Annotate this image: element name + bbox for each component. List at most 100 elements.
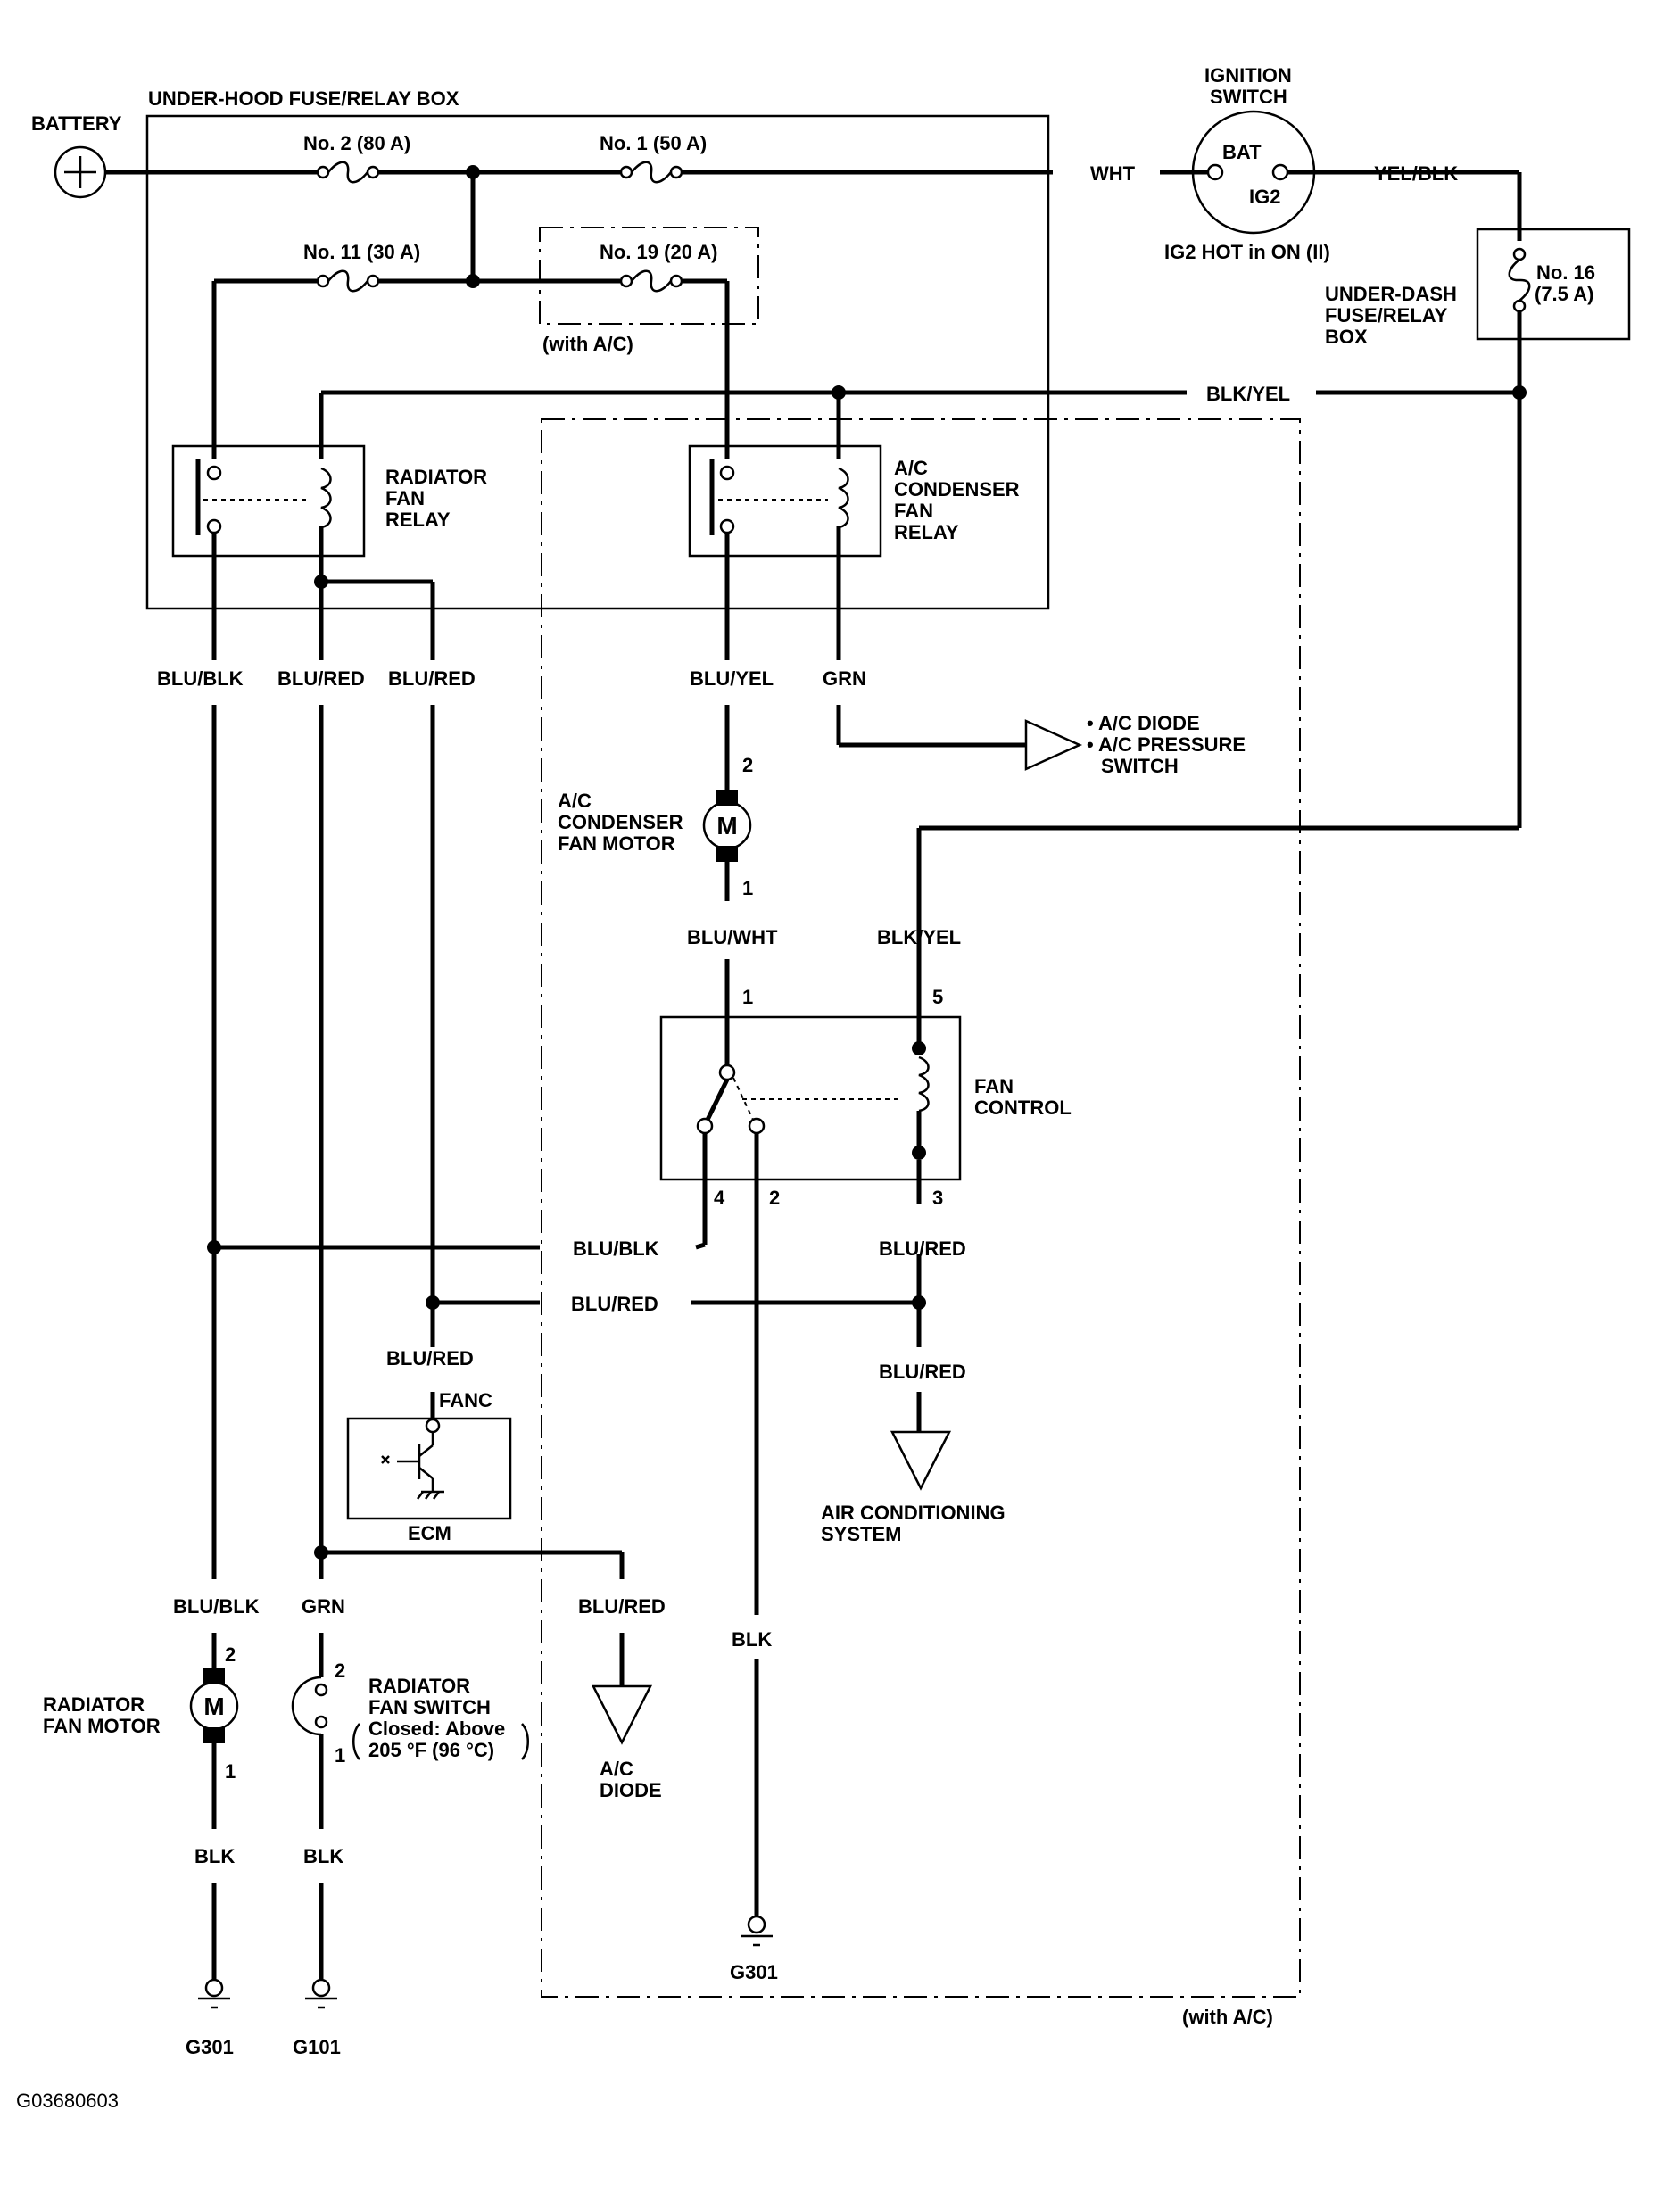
radiator-fan-relay-symbol [195, 459, 332, 660]
label-rad-switch-2: FAN SWITCH [368, 1696, 491, 1718]
label-blu-wht: BLU/WHT [687, 926, 778, 948]
connector-triangle-air-conditioning [890, 1430, 952, 1491]
label-pin-5: 5 [932, 986, 943, 1008]
fan-control-symbol [696, 1041, 930, 1160]
label-pin-2c: 2 [225, 1643, 236, 1666]
label-blu-red-2: BLU/RED [388, 667, 476, 690]
ground-wires [211, 1659, 759, 1981]
label-blu-blk-1: BLU/BLK [157, 667, 244, 690]
label-pin-4: 4 [714, 1187, 725, 1209]
label-pin-1a: 1 [742, 877, 753, 899]
ecm-box [346, 1417, 512, 1520]
bracket-right [521, 1723, 529, 1760]
label-with-ac-fuse: (with A/C) [542, 333, 633, 355]
underhood-box-outline [145, 114, 1050, 610]
label-figure-code: G03680603 [16, 2090, 119, 2112]
junction-blu-red-left [426, 1295, 440, 1310]
label-ac-relay-3: FAN [894, 500, 933, 522]
label-blu-red-5: BLU/RED [879, 1361, 966, 1383]
label-pin-2d: 2 [335, 1659, 345, 1682]
label-rad-switch-1: RADIATOR [368, 1675, 470, 1697]
label-pin-1d: 1 [335, 1744, 345, 1767]
label-ac-relay-2: CONDENSER [894, 478, 1020, 501]
label-ac-motor-3: FAN MOTOR [558, 832, 675, 855]
label-blu-blk-2: BLU/BLK [573, 1237, 659, 1260]
label-pin-2a: 2 [742, 754, 753, 776]
label-fanc: FANC [439, 1389, 492, 1411]
label-ac-diode-2: DIODE [600, 1779, 662, 1801]
label-grn-1: GRN [823, 667, 866, 690]
label-ac-pressure-1: • A/C PRESSURE [1087, 733, 1246, 756]
label-g301-left: G301 [186, 2036, 234, 2058]
fuse-no16 [1508, 247, 1531, 313]
junction-grn-branch [314, 1545, 328, 1560]
ignition-switch [1160, 110, 1316, 235]
label-aircon-1: AIR CONDITIONING [821, 1502, 1006, 1524]
label-blk-3: BLK [303, 1845, 343, 1867]
junction-blu-blk-left [207, 1240, 221, 1254]
fuse19-dashed-box [539, 227, 759, 325]
fuse-no19 [619, 269, 683, 293]
ground-symbol-g301-left [198, 1978, 230, 2009]
label-pin-1b: 1 [742, 986, 753, 1008]
fan-control-box [659, 1015, 962, 1181]
label-pin-2b: 2 [769, 1187, 780, 1209]
ground-symbol-g301-right [741, 1915, 773, 1947]
label-rad-relay-2: FAN [385, 487, 425, 509]
ac-condenser-fan-relay-symbol [709, 459, 849, 660]
radiator-relay-blu-red-branch [321, 579, 435, 660]
fuse-no11 [316, 269, 380, 293]
label-rad-relay-3: RELAY [385, 509, 451, 531]
label-blk-2: BLK [194, 1845, 235, 1867]
label-underdash-3: BOX [1325, 326, 1368, 348]
label-fuse-no1: No. 1 (50 A) [600, 132, 707, 154]
label-wht: WHT [1090, 162, 1136, 185]
junction-blkyel-acrelay [832, 385, 846, 400]
label-blk-yel-top: BLK/YEL [1206, 383, 1290, 405]
label-ig2-hot: IG2 HOT in ON (II) [1164, 241, 1330, 263]
fan-control-output-wires [214, 1133, 922, 1615]
label-underhood-box: UNDER-HOOD FUSE/RELAY BOX [148, 87, 459, 110]
radiator-fan-motor [189, 1633, 239, 1829]
battery-symbol [54, 145, 107, 199]
label-pin-3: 3 [932, 1187, 943, 1209]
label-rad-switch-3: Closed: Above [368, 1717, 505, 1740]
label-fuse-no16-1: No. 16 [1536, 261, 1595, 284]
label-g101: G101 [293, 2036, 341, 2058]
fuse-no2 [316, 161, 380, 184]
junction-rad-relay-coil [314, 575, 328, 589]
label-motor-m2: M [203, 1693, 224, 1720]
label-underdash-1: UNDER-DASH [1325, 283, 1457, 305]
label-blk-1: BLK [732, 1628, 772, 1651]
junction-bus-mid [466, 274, 480, 288]
label-fuse-no2: No. 2 (80 A) [303, 132, 410, 154]
radiator-fan-relay-box [171, 444, 366, 558]
label-bat: BAT [1222, 141, 1262, 163]
label-motor-m1: M [716, 812, 737, 840]
label-blu-red-4: BLU/RED [571, 1293, 658, 1315]
label-blu-red-3: BLU/RED [879, 1237, 966, 1260]
label-ac-diode-bullet: • A/C DIODE [1087, 712, 1200, 734]
label-ac-relay-1: A/C [894, 457, 928, 479]
ac-condenser-fan-relay-box [688, 444, 882, 558]
junction-blkyel-underdash [1512, 385, 1527, 400]
connector-arrow-ac-diode-pressure [1024, 719, 1083, 771]
ecm-symbol [381, 1392, 444, 1500]
label-rad-relay-1: RADIATOR [385, 466, 487, 488]
connector-triangle-ac-diode [591, 1684, 653, 1745]
label-fan-control-1: FAN [974, 1075, 1014, 1097]
label-ac-pressure-2: SWITCH [1101, 755, 1179, 777]
fuse-no1 [619, 161, 683, 184]
underdash-box-outline [1476, 228, 1631, 341]
junction-bus-top [466, 165, 480, 179]
ground-symbol-g101 [305, 1978, 337, 2009]
label-grn-2: GRN [302, 1595, 345, 1618]
label-fuse-no19: No. 19 (20 A) [600, 241, 717, 263]
label-pin-1c: 1 [225, 1760, 236, 1783]
ac-condenser-fan-motor [702, 790, 752, 901]
fan-control-input-wires [724, 959, 922, 1066]
label-yel-blk: YEL/BLK [1374, 162, 1458, 185]
label-fuse-no16-2: (7.5 A) [1535, 283, 1593, 305]
label-ac-motor-1: A/C [558, 790, 592, 812]
